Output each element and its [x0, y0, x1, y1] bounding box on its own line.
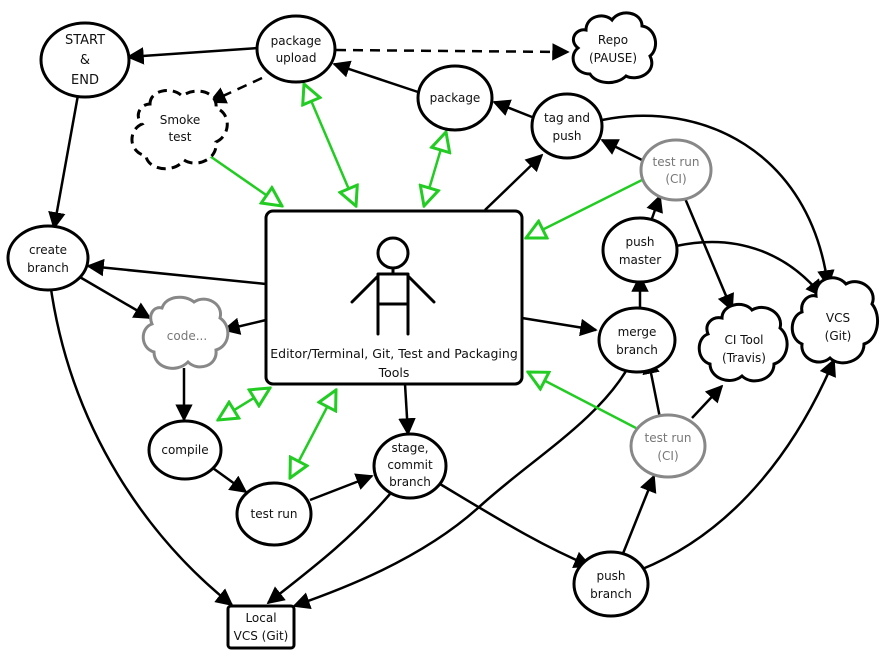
compile-label: compile [161, 443, 208, 457]
center-box-line-1: Editor/Terminal, Git, Test and Packaging [270, 346, 518, 361]
node-stage-commit-branch: stage, commit branch [372, 432, 448, 500]
local-vcs-line-2: VCS (Git) [234, 629, 289, 643]
node-push-master: push master [601, 216, 679, 284]
package-upload-line-1: package [271, 34, 322, 48]
create-branch-line-2: branch [27, 261, 69, 275]
node-package-upload: package upload [255, 14, 337, 84]
edge-center-to-merge [521, 316, 598, 337]
center-tools-box: Editor/Terminal, Git, Test and Packaging… [264, 209, 524, 386]
repo-line-1: Repo [598, 33, 628, 47]
node-create-branch: create branch [6, 224, 90, 292]
green-testrun-center [290, 390, 336, 478]
green-compile-center [218, 388, 270, 420]
edge-create-to-local [48, 281, 234, 607]
edge-upload-to-start [126, 46, 259, 65]
edge-start-to-create [48, 94, 80, 230]
edge-pushbranch-to-testbot [620, 474, 657, 557]
edge-upload-to-smoke [208, 76, 263, 104]
edge-center-to-create [86, 258, 267, 286]
edge-tag-to-package [492, 99, 533, 119]
green-testbot-center [528, 372, 637, 430]
smoke-test-line-2: test [168, 130, 191, 144]
stage-line-3: branch [389, 475, 431, 489]
edge-upload-to-repo [335, 43, 570, 61]
edge-stage-to-local [266, 493, 391, 605]
smoke-test-line-1: Smoke [160, 113, 201, 127]
node-smoke-test: Smoke test [130, 88, 229, 171]
node-local-vcs: Local VCS (Git) [226, 604, 296, 650]
edge-testbot-to-citool [691, 384, 724, 419]
node-push-branch: push branch [572, 550, 650, 618]
edges-green [203, 84, 643, 478]
tag-push-line-2: push [552, 129, 581, 143]
node-tag-and-push: tag and push [530, 92, 604, 160]
vcs-line-1: VCS [826, 311, 850, 325]
test-run-top-line-2: (CI) [665, 172, 686, 186]
test-run-bottom-line-2: (CI) [657, 449, 678, 463]
push-branch-line-1: push [596, 569, 625, 583]
node-start-end: START & END [39, 21, 131, 99]
start-end-line-2: & [80, 53, 90, 68]
stick-figure-icon [350, 236, 436, 336]
node-repo-cloud: Repo (PAUSE) [571, 11, 658, 84]
edge-pushmaster-to-vcs [675, 240, 824, 298]
edge-compile-to-testrun [209, 464, 248, 494]
test-run-top-line-1: test run [652, 155, 699, 169]
start-end-line-1: START [65, 33, 105, 48]
edge-pushbranch-to-vcs [639, 358, 836, 572]
edge-testtop-to-tag [600, 138, 643, 162]
start-end-line-3: END [71, 73, 99, 88]
node-compile: compile [147, 419, 223, 481]
ci-tool-line-2: (Travis) [722, 351, 766, 365]
stage-line-2: commit [387, 458, 433, 472]
edges-black [48, 43, 836, 610]
edge-center-to-code [222, 317, 267, 335]
edge-testtop-to-citool [682, 195, 734, 312]
push-master-line-1: push [625, 235, 654, 249]
package-label: package [430, 91, 481, 105]
vcs-line-2: (Git) [825, 329, 852, 343]
create-branch-line-1: create [29, 243, 67, 257]
edge-center-to-stage [398, 383, 416, 436]
green-upload-center [304, 84, 356, 206]
local-vcs-line-1: Local [245, 611, 276, 625]
ci-tool-line-1: CI Tool [724, 333, 763, 347]
tag-push-line-1: tag and [544, 111, 590, 125]
edge-testrun-to-stage [309, 473, 374, 502]
push-master-line-2: master [619, 253, 661, 267]
edge-package-to-upload [332, 60, 419, 94]
node-ci-tool-cloud: CI Tool (Travis) [697, 302, 789, 383]
node-test-run: test run [235, 481, 313, 547]
stage-line-1: stage, [391, 441, 428, 455]
node-test-run-ci-bottom: test run (CI) [629, 413, 707, 479]
code-label: code... [167, 329, 207, 343]
node-package: package [416, 64, 494, 132]
edge-create-to-code [77, 274, 152, 320]
package-upload-line-2: upload [276, 51, 317, 65]
merge-branch-line-1: merge [618, 325, 657, 339]
edge-stage-to-pushbranch [439, 482, 592, 568]
edge-tag-to-vcs [601, 114, 835, 288]
node-code-cloud: code... [141, 295, 230, 370]
center-box-line-2: Tools [378, 365, 410, 380]
repo-line-2: (PAUSE) [589, 51, 637, 65]
merge-branch-line-2: branch [616, 343, 658, 357]
test-run-label: test run [250, 507, 297, 521]
green-testtop-center [526, 178, 643, 238]
node-test-run-ci-top: test run (CI) [639, 138, 713, 202]
green-smoke-center [203, 150, 282, 206]
node-vcs-git-cloud: VCS (Git) [790, 276, 880, 365]
push-branch-line-2: branch [590, 587, 632, 601]
test-run-bottom-line-1: test run [644, 431, 691, 445]
green-package-center [424, 132, 446, 206]
edge-center-to-tag [484, 153, 544, 211]
node-merge-branch: merge branch [597, 306, 677, 374]
